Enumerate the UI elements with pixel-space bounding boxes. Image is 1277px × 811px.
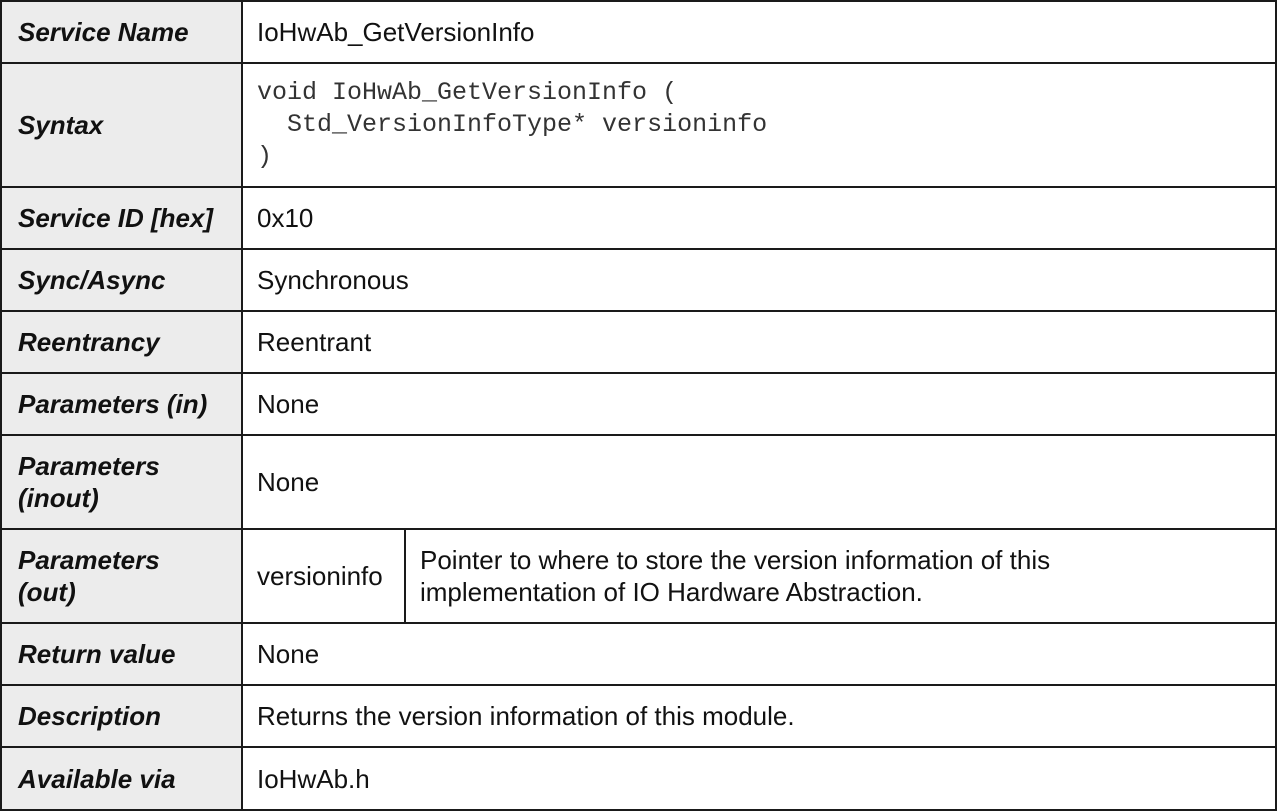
reentrancy-value: Reentrant xyxy=(241,310,1277,374)
description-label: Description xyxy=(0,684,243,748)
syntax-line-2: Std_VersionInfoType* versioninfo xyxy=(257,110,768,139)
param-description: Pointer to where to store the version in… xyxy=(405,531,1274,621)
service-name-label: Service Name xyxy=(0,0,243,64)
param-name: versioninfo xyxy=(244,531,406,621)
syntax-line-3: ) xyxy=(257,142,273,171)
sync-async-value: Synchronous xyxy=(241,248,1277,312)
row-params-inout: Parameters (inout) None xyxy=(0,434,1277,530)
params-out-label-line-2: (out) xyxy=(18,577,76,607)
service-name-value: IoHwAb_GetVersionInfo xyxy=(241,0,1277,64)
return-value-value: None xyxy=(241,622,1277,686)
params-out-label-line-1: Parameters xyxy=(18,545,160,575)
params-inout-label-line-2: (inout) xyxy=(18,483,99,513)
service-id-label: Service ID [hex] xyxy=(0,186,243,250)
sync-async-label: Sync/Async xyxy=(0,248,243,312)
param-description-line-2: implementation of IO Hardware Abstractio… xyxy=(420,577,923,607)
return-value-label: Return value xyxy=(0,622,243,686)
service-id-value: 0x10 xyxy=(241,186,1277,250)
params-inout-label-line-1: Parameters xyxy=(18,451,160,481)
params-inout-value: None xyxy=(241,434,1277,530)
row-reentrancy: Reentrancy Reentrant xyxy=(0,310,1277,374)
row-return-value: Return value None xyxy=(0,622,1277,686)
params-out-subtable: versioninfo Pointer to where to store th… xyxy=(244,531,1274,621)
params-inout-label: Parameters (inout) xyxy=(0,434,243,530)
reentrancy-label: Reentrancy xyxy=(0,310,243,374)
description-value: Returns the version information of this … xyxy=(241,684,1277,748)
row-service-name: Service Name IoHwAb_GetVersionInfo xyxy=(0,0,1277,64)
available-via-label: Available via xyxy=(0,746,243,811)
syntax-value: void IoHwAb_GetVersionInfo ( Std_Version… xyxy=(241,62,1277,188)
available-via-value: IoHwAb.h xyxy=(241,746,1277,811)
row-sync-async: Sync/Async Synchronous xyxy=(0,248,1277,312)
param-description-line-1: Pointer to where to store the version in… xyxy=(420,545,1051,575)
syntax-label: Syntax xyxy=(0,62,243,188)
row-service-id: Service ID [hex] 0x10 xyxy=(0,186,1277,250)
row-params-out: Parameters (out) versioninfo Pointer to … xyxy=(0,528,1277,624)
params-out-value: versioninfo Pointer to where to store th… xyxy=(241,528,1277,624)
syntax-line-1: void IoHwAb_GetVersionInfo ( xyxy=(257,78,678,107)
row-description: Description Returns the version informat… xyxy=(0,684,1277,748)
row-available-via: Available via IoHwAb.h xyxy=(0,746,1277,811)
row-params-in: Parameters (in) None xyxy=(0,372,1277,436)
row-syntax: Syntax void IoHwAb_GetVersionInfo ( Std_… xyxy=(0,62,1277,188)
params-in-value: None xyxy=(241,372,1277,436)
params-out-label: Parameters (out) xyxy=(0,528,243,624)
params-in-label: Parameters (in) xyxy=(0,372,243,436)
